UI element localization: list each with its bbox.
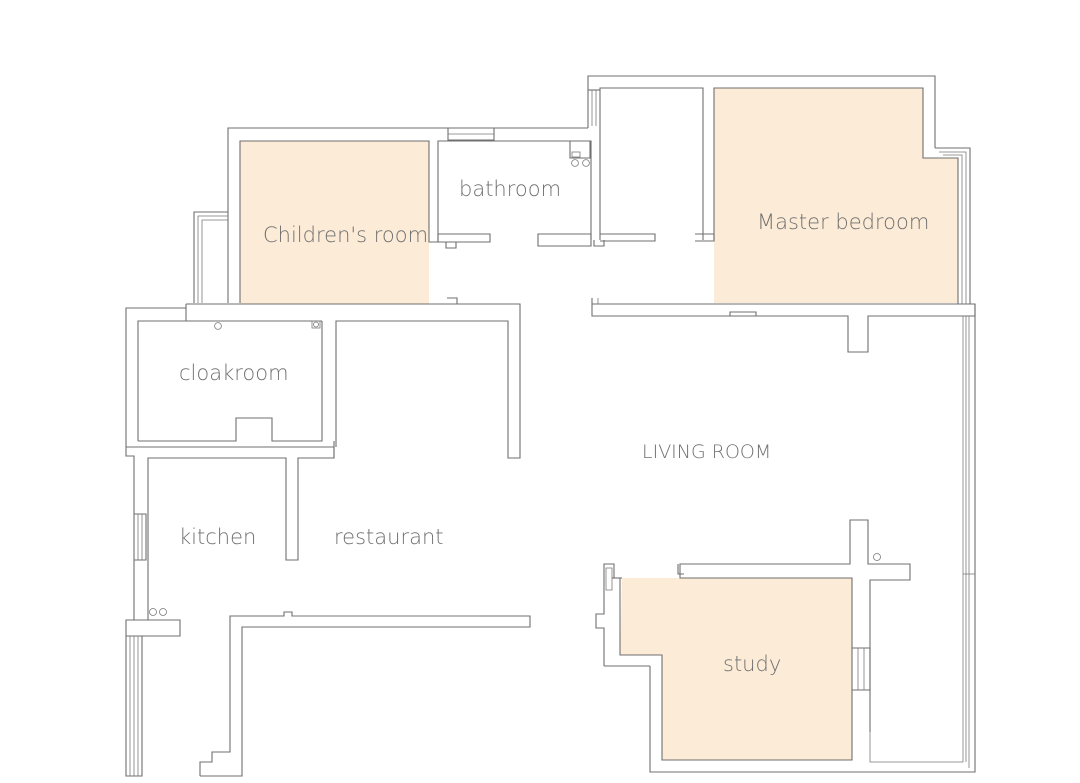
label-cloakroom: cloakroom xyxy=(179,361,289,385)
label-bathroom: bathroom xyxy=(459,177,561,201)
label-study: study xyxy=(723,652,781,676)
master-bedroom-area xyxy=(714,88,923,303)
study-area xyxy=(620,578,852,760)
room-highlights xyxy=(240,88,958,760)
label-childrens-room: Children's room xyxy=(263,223,428,247)
label-master-bedroom: Master bedroom xyxy=(757,210,929,234)
wall-top-left xyxy=(227,127,588,303)
room-labels: Children's room bathroom Master bedroom … xyxy=(179,177,929,676)
children-room-area xyxy=(240,141,429,304)
walls xyxy=(125,75,976,777)
label-living-room: LIVING ROOM xyxy=(642,441,771,463)
label-restaurant: restaurant xyxy=(334,525,444,549)
label-kitchen: kitchen xyxy=(179,525,256,549)
master-bedroom-alcove xyxy=(923,158,958,303)
